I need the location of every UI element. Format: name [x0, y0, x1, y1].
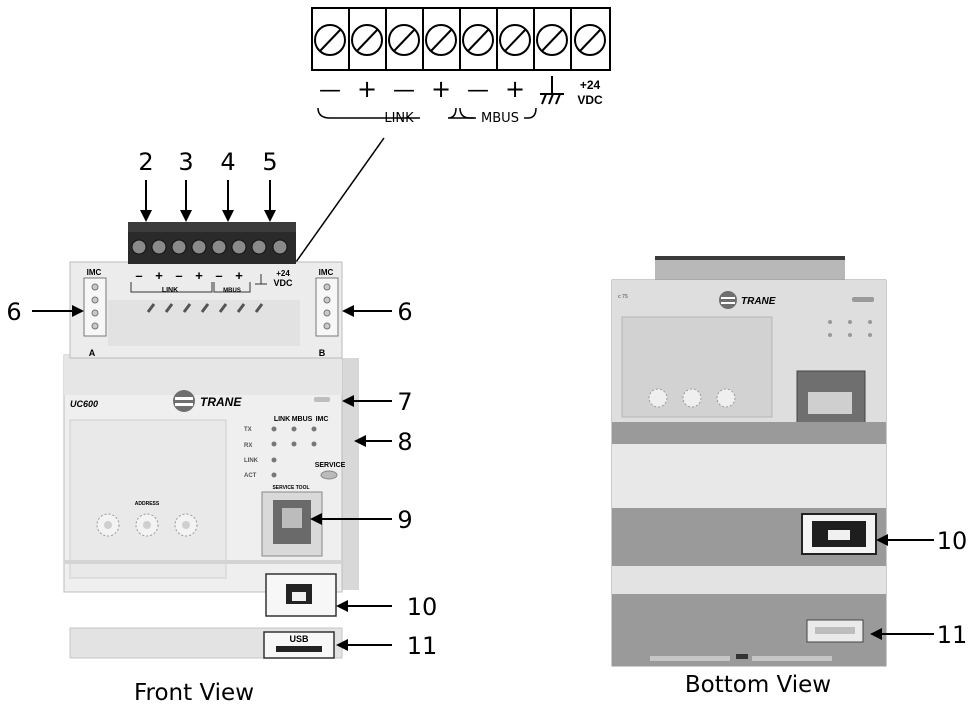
bottom-view: c 75 TRANE: [612, 256, 886, 666]
port-a-label: A: [89, 348, 96, 358]
led-col-mbus: MBUS: [292, 416, 313, 423]
bottom-band-1: [612, 422, 886, 444]
led-row-rx: RX: [244, 443, 252, 449]
front-view: IMC A IMC B –+–+ –+ LINK MBUS +24 V: [64, 222, 359, 658]
screw-4: [426, 25, 456, 55]
led-row-tx: TX: [244, 427, 252, 433]
screw-7: [537, 25, 567, 55]
screw-2: [352, 25, 382, 55]
terminal-sign-6: +: [505, 75, 525, 103]
callout-4: 4: [220, 148, 235, 176]
ground-icon: [540, 76, 564, 104]
front-term-link-label: LINK: [162, 287, 178, 294]
service-button[interactable]: [321, 471, 337, 479]
imc-a-label: IMC: [87, 268, 102, 277]
port-b-label: B: [319, 348, 326, 358]
callout-11-front: 11: [407, 632, 438, 660]
model-label: UC600: [70, 399, 98, 409]
svg-text:+: +: [235, 268, 243, 283]
callout-7: 7: [397, 388, 412, 416]
front-vdc-bottom: VDC: [273, 278, 293, 288]
usb-label: USB: [289, 634, 309, 644]
bottom-view-caption: Bottom View: [685, 672, 831, 698]
screw-8: [575, 25, 605, 55]
svg-text:+: +: [155, 268, 163, 283]
service-tool-label: SERVICE TOOL: [272, 485, 309, 491]
link-group-label: LINK: [384, 111, 414, 126]
screw-5: [463, 25, 493, 55]
svg-text:c 75: c 75: [618, 294, 628, 300]
bottom-rotary-switches: [649, 389, 735, 407]
screw-6: [500, 25, 530, 55]
address-label: ADDRESS: [135, 501, 160, 507]
terminal-sign-1: —: [319, 78, 341, 103]
callout-5: 5: [262, 148, 277, 176]
terminal-detail: — + — + — + +24 VDC LINK MBUS: [296, 8, 610, 262]
led-row-link: LINK: [244, 458, 259, 464]
service-label: SERVICE: [315, 462, 346, 469]
svg-text:–: –: [135, 268, 142, 283]
front-term-mbus-label: MBUS: [223, 288, 241, 294]
imc-b-label: IMC: [319, 268, 334, 277]
callout-6-right: 6: [397, 298, 412, 326]
led-col-link: LINK: [274, 416, 290, 423]
led-col-imc: IMC: [316, 416, 329, 423]
callout-2: 2: [138, 148, 153, 176]
status-led-7: [314, 397, 330, 402]
svg-text:+: +: [195, 268, 203, 283]
terminal-sign-5: —: [467, 78, 489, 103]
svg-text:–: –: [175, 268, 182, 283]
trane-brand-bottom: TRANE: [741, 296, 776, 307]
terminal-sign-4: +: [431, 75, 451, 103]
power-label-bottom: VDC: [577, 93, 603, 107]
rotary-switches[interactable]: [97, 514, 197, 536]
terminal-sign-3: —: [393, 78, 415, 103]
terminal-sign-2: +: [357, 75, 377, 103]
front-vdc-top: +24: [276, 269, 290, 278]
mbus-group-label: MBUS: [481, 111, 519, 126]
callout-3: 3: [178, 148, 193, 176]
screw-1: [315, 25, 345, 55]
power-label-top: +24: [580, 78, 601, 92]
front-view-caption: Front View: [134, 680, 254, 706]
callout-10-front: 10: [407, 593, 438, 621]
trane-brand-front: TRANE: [200, 395, 242, 409]
led-row-act: ACT: [244, 473, 257, 479]
detail-leader-line: [296, 138, 384, 262]
svg-text:–: –: [215, 268, 222, 283]
callout-9: 9: [397, 506, 412, 534]
callout-6-left: 6: [6, 298, 21, 326]
callout-8: 8: [397, 428, 412, 456]
callout-11-bottom: 11: [937, 621, 968, 649]
screw-3: [389, 25, 419, 55]
callout-10-bottom: 10: [937, 527, 968, 555]
